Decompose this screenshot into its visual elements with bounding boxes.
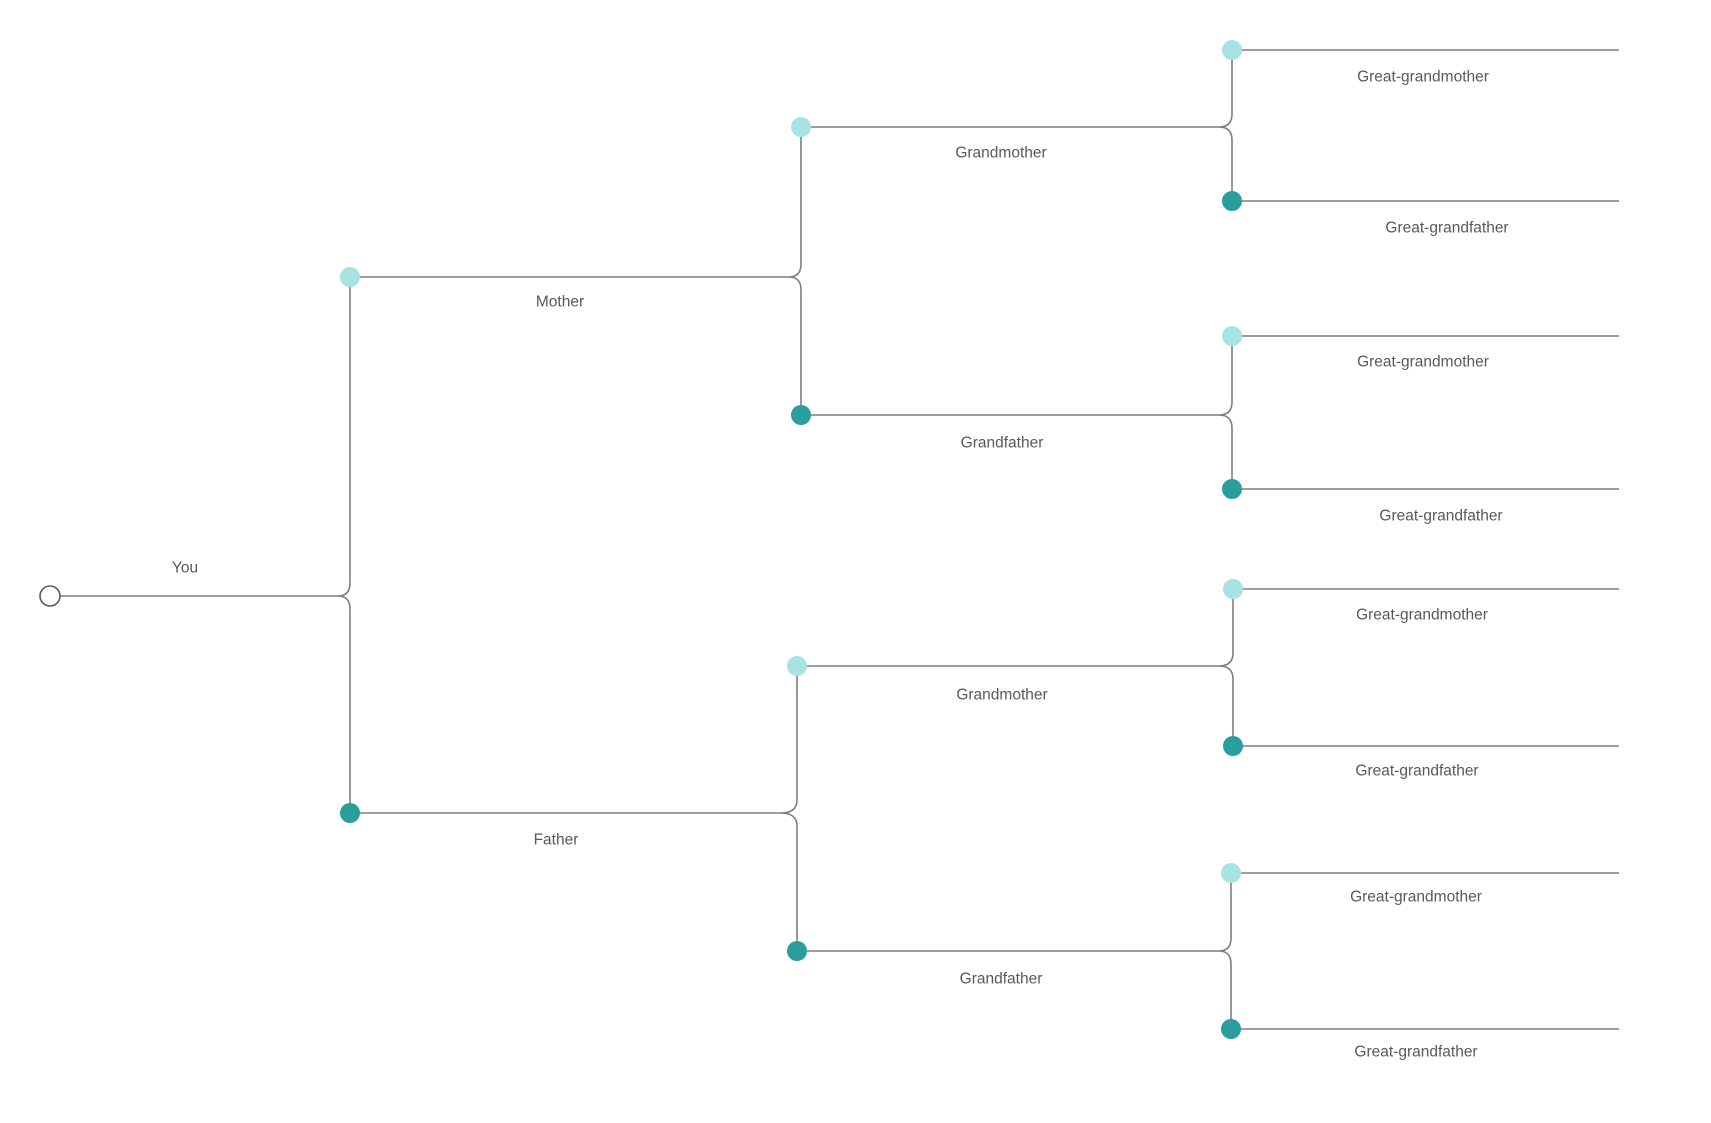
node-dot-great-grandmother-4[interactable] bbox=[1221, 863, 1241, 883]
node-dot-great-grandfather-3[interactable] bbox=[1223, 736, 1243, 756]
node-label-father[interactable]: Father bbox=[533, 831, 579, 849]
connector-father bbox=[350, 666, 798, 951]
node-label-mother[interactable]: Mother bbox=[535, 293, 585, 311]
node-dot-great-grandfather-1[interactable] bbox=[1222, 191, 1242, 211]
node-label-great-grandmother-4[interactable]: Great-grandmother bbox=[1350, 888, 1482, 906]
connector-paternal-grandfather bbox=[797, 873, 1232, 1029]
node-dot-maternal-grandfather[interactable] bbox=[791, 405, 811, 425]
node-dot-great-grandmother-1[interactable] bbox=[1222, 40, 1242, 60]
node-dot-great-grandfather-4[interactable] bbox=[1221, 1019, 1241, 1039]
node-label-paternal-grandmother[interactable]: Grandmother bbox=[956, 686, 1048, 704]
node-label-great-grandfather-2[interactable]: Great-grandfather bbox=[1379, 507, 1503, 525]
connector-maternal-grandmother bbox=[801, 50, 1233, 201]
node-label-great-grandmother-1[interactable]: Great-grandmother bbox=[1357, 68, 1489, 86]
connector-paternal-grandmother bbox=[797, 589, 1234, 746]
node-dot-great-grandfather-2[interactable] bbox=[1222, 479, 1242, 499]
connector-maternal-grandfather bbox=[801, 336, 1233, 489]
node-dot-great-grandmother-3[interactable] bbox=[1223, 579, 1243, 599]
node-label-great-grandfather-4[interactable]: Great-grandfather bbox=[1354, 1043, 1478, 1061]
node-label-great-grandfather-1[interactable]: Great-grandfather bbox=[1385, 219, 1509, 237]
node-dot-mother[interactable] bbox=[340, 267, 360, 287]
node-label-maternal-grandfather[interactable]: Grandfather bbox=[960, 434, 1044, 452]
node-label-you[interactable]: You bbox=[171, 559, 199, 577]
node-dot-great-grandmother-2[interactable] bbox=[1222, 326, 1242, 346]
node-dot-father[interactable] bbox=[340, 803, 360, 823]
node-dot-paternal-grandfather[interactable] bbox=[787, 941, 807, 961]
node-label-great-grandmother-2[interactable]: Great-grandmother bbox=[1357, 353, 1489, 371]
node-label-maternal-grandmother[interactable]: Grandmother bbox=[955, 144, 1047, 162]
node-dot-maternal-grandmother[interactable] bbox=[791, 117, 811, 137]
node-label-paternal-grandfather[interactable]: Grandfather bbox=[959, 970, 1043, 988]
node-dot-you[interactable] bbox=[39, 585, 61, 607]
node-dot-paternal-grandmother[interactable] bbox=[787, 656, 807, 676]
connector-mother bbox=[350, 127, 802, 415]
connector-you bbox=[60, 277, 351, 813]
node-label-great-grandfather-3[interactable]: Great-grandfather bbox=[1355, 762, 1479, 780]
node-label-great-grandmother-3[interactable]: Great-grandmother bbox=[1356, 606, 1488, 624]
